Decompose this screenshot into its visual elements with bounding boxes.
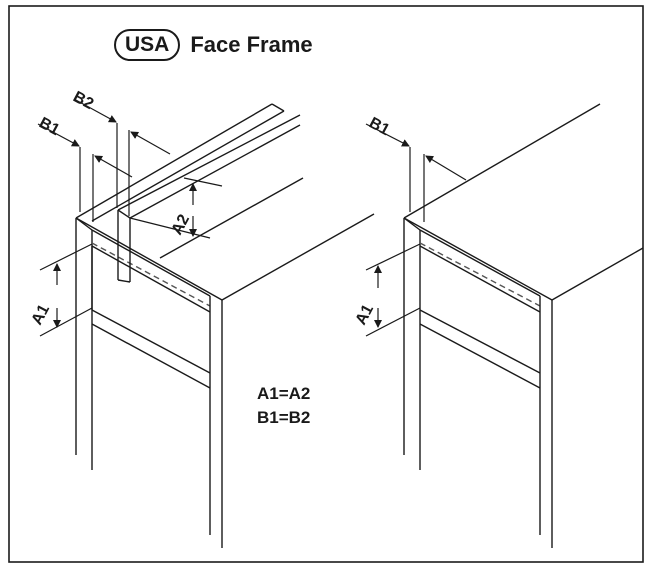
equation-a: A1=A2 (257, 384, 311, 403)
left-dimensions (37, 98, 223, 337)
left-cabinet (75, 103, 375, 548)
right-cabinet (403, 103, 644, 548)
usa-badge: USA (114, 29, 181, 61)
label-a2: A2 (169, 212, 194, 238)
label-a1-left: A1 (29, 302, 54, 328)
outer-border (8, 5, 644, 563)
diagram-title: USA Face Frame (114, 29, 313, 61)
title-text: Face Frame (190, 32, 313, 57)
right-dimensions (365, 123, 467, 337)
equation-b: B1=B2 (257, 408, 311, 427)
label-a1-right: A1 (353, 302, 378, 328)
